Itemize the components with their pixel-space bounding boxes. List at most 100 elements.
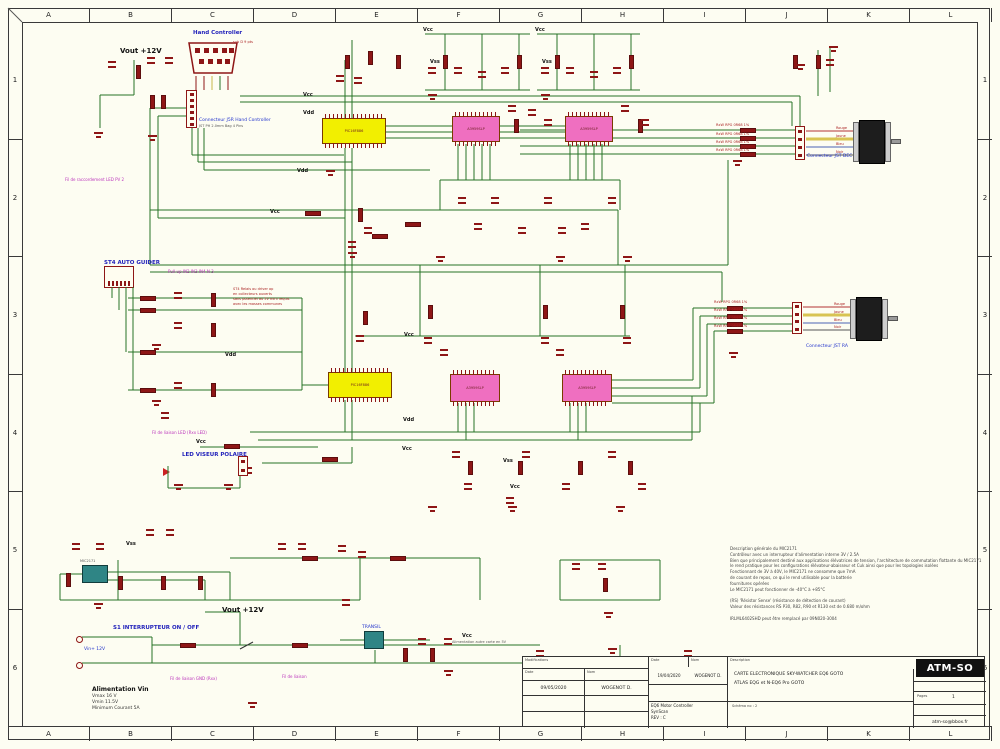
ground-symbol (622, 256, 632, 263)
schematic-label: Fil de liaison (282, 674, 307, 679)
schematic-label: Vcc (510, 484, 520, 490)
capacitor (358, 550, 366, 558)
schematic-label: Vdd (225, 352, 237, 358)
resistor (210, 293, 216, 307)
schematic-label: Fil de raccordement LED PV 2 (65, 177, 125, 182)
grid-column-D: D (254, 727, 336, 741)
titleblock-mid-empty (649, 685, 728, 701)
resistor (740, 135, 756, 141)
schematic-label: RxW RPG 0R68 1% (716, 140, 750, 144)
schematic-label: Vcc (196, 439, 206, 445)
schematic-label: Vcc (404, 332, 414, 338)
note-line: le rend pratique pour les configurations… (730, 563, 939, 569)
ic-chip: A3959SLP (562, 370, 612, 406)
resistor (727, 321, 743, 327)
grid-column-A: A (8, 727, 90, 741)
capacitor (558, 226, 566, 234)
grid-column-F: F (418, 8, 500, 22)
description-line-2: ATLAS EQG et N-EQ6 Pro GOTO (734, 680, 805, 686)
resistor (140, 349, 156, 355)
ground-symbol (347, 252, 357, 259)
schematic-label: RxW RPG 0R68 1% (714, 324, 748, 328)
resistor (405, 221, 421, 227)
capacitor (613, 66, 621, 74)
grid-column-K: K (828, 727, 910, 741)
grid-column-J: J (746, 727, 828, 741)
schematic-label: S1 INTERRUPTEUR ON / OFF (113, 625, 200, 631)
schematic-label: sub D 9 pts (233, 40, 253, 44)
ic-label: A3959SLP (578, 386, 596, 390)
schematic-label: Vcc (303, 92, 313, 98)
schematic-label: Hand Controller (193, 30, 243, 36)
grid-column-L: L (910, 8, 992, 22)
schematic-label: RxW RPG 0R68 1% (716, 148, 750, 152)
resistor (149, 95, 155, 109)
resistor (542, 305, 548, 319)
schematic-label: Bleu (836, 142, 844, 146)
resistor (628, 55, 634, 69)
grid-column-G: G (500, 8, 582, 22)
header-pin (798, 137, 802, 141)
ground-symbol (540, 94, 550, 101)
ic-pins-bottom (331, 397, 389, 402)
capacitor (590, 70, 598, 78)
resistor (305, 210, 321, 216)
schematic-label: Connecteur JST RA (806, 344, 848, 349)
capacitor (518, 226, 526, 234)
capacitor (444, 637, 452, 645)
note-line: de courant de repos, ce qui le rend util… (730, 575, 852, 580)
titleblock-product: EQ6 Motor Controller SynScan REV : C (649, 701, 728, 728)
schematic-label: RxW RPG 0R68 1% (714, 300, 748, 304)
resistor (197, 576, 203, 590)
capacitor (348, 240, 356, 248)
titleblock-empty-row (914, 704, 986, 715)
grid-column-E: E (336, 8, 418, 22)
schematic-label: Vdd (303, 110, 315, 116)
resistor (210, 323, 216, 337)
resistor (140, 307, 156, 313)
ground-symbol (555, 256, 565, 263)
pages-value: 1 (952, 695, 955, 700)
grid-column-L: L (910, 727, 992, 741)
capacitor (566, 66, 574, 74)
schematic-label: Vmax 16 V (92, 694, 117, 699)
titleblock-modifications-label: Modifications (523, 657, 649, 669)
resistor (390, 555, 406, 561)
resistor (429, 648, 435, 662)
capacitor (501, 66, 509, 74)
schematic-label: Vcc (423, 27, 433, 33)
schematic-label: TRANSIL (362, 625, 381, 630)
ic-label: A3959SLP (466, 386, 484, 390)
resistor (815, 55, 821, 69)
schematic-label: Jaune (834, 310, 844, 314)
motor-shaft (888, 316, 898, 321)
titleblock-nom-value: WOGENOT D. (689, 667, 728, 685)
resistor (516, 55, 522, 69)
grid-row-3: 3 (978, 257, 992, 375)
power-terminal (76, 662, 83, 669)
titleblock-mod-date-header: Date (523, 669, 585, 681)
ground-symbol (435, 256, 445, 263)
titleblock-mod-empty-2 (585, 696, 649, 712)
ground-symbol (828, 46, 838, 53)
pages-label: Pages (917, 694, 928, 698)
ic-chip: A3959SLP (452, 112, 500, 146)
note-line: Contrôleur avec un interrupteur d'alimen… (730, 551, 859, 557)
note-line: Bien que principalement destiné aux appl… (730, 557, 982, 563)
brand-logo: ATM-SO (916, 659, 984, 677)
schematic-label: Vcc (535, 27, 545, 33)
ground-symbol (93, 132, 103, 139)
ground-symbol (427, 506, 437, 513)
schematic-label: Vss (503, 458, 513, 464)
wire-segment (7, 7, 23, 23)
schematic-label: Vmin 11.5V (92, 700, 119, 705)
grid-row-5: 5 (978, 492, 992, 610)
ground-symbol (223, 484, 233, 491)
capacitor (623, 336, 631, 344)
motor-plate (882, 299, 888, 339)
capacitor (581, 222, 589, 230)
resistor (467, 461, 473, 475)
ground-symbol (795, 64, 805, 71)
product-line-1: EQ6 Motor Controller (651, 703, 693, 708)
